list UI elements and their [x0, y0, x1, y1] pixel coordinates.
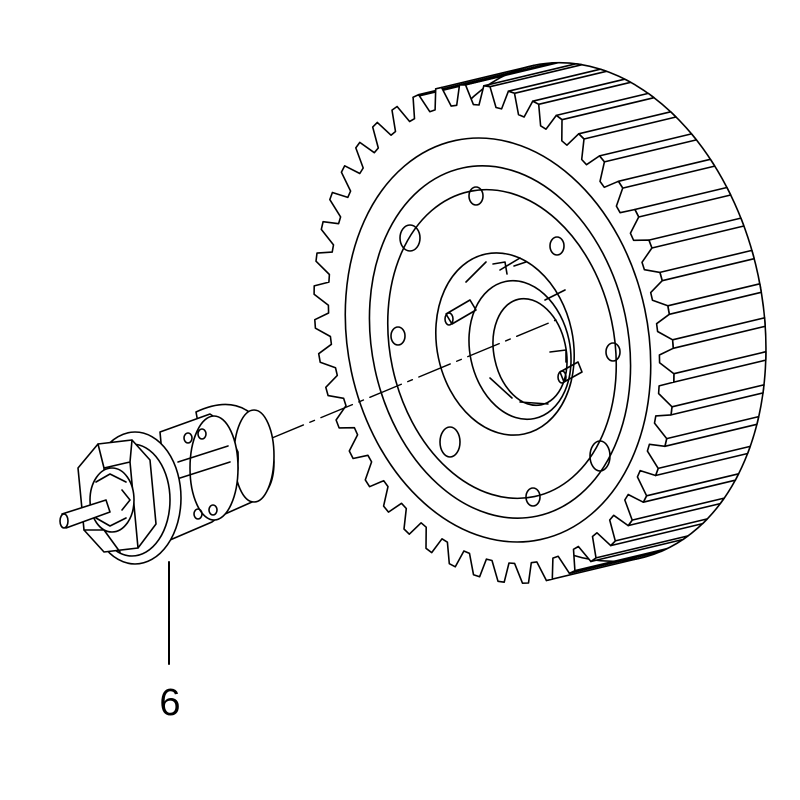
bolt-hole: [589, 440, 611, 472]
bolt-hole: [549, 236, 565, 256]
valve-socket: [89, 467, 135, 533]
sprocket-bolt-holes: [390, 186, 621, 507]
camshaft-sprocket: [313, 61, 767, 584]
bolt-hole: [525, 487, 541, 507]
bolt-hole: [605, 342, 621, 362]
assembly-axis-line: [271, 319, 557, 439]
bolt-hole: [439, 426, 461, 458]
bolt-hole: [468, 186, 484, 206]
valve-rear-end: [233, 409, 275, 503]
valve-sleeve-groove: [177, 445, 231, 479]
sprocket-face-ring: [368, 165, 632, 519]
hub-pin: [445, 299, 477, 325]
valve-port: [197, 428, 207, 440]
valve-pin-tip: [59, 513, 69, 529]
valve-port: [208, 504, 218, 516]
hub-bore: [434, 252, 576, 436]
callout-label: 6: [159, 682, 181, 724]
valve-socket-detail: [95, 473, 131, 527]
hub-inner-step: [492, 297, 568, 407]
bolt-hole: [399, 224, 421, 252]
valve-port: [193, 508, 203, 520]
valve-sleeve-end: [189, 415, 239, 521]
sprocket-hub: [434, 252, 583, 436]
hub-web-lines: [465, 257, 566, 405]
hub-pin: [559, 361, 583, 383]
control-valve: [59, 403, 275, 565]
hub-pin-end: [444, 312, 454, 326]
hub-pin-end: [557, 370, 567, 384]
hub-slot: [492, 261, 567, 363]
hub-inner-bore: [468, 279, 572, 421]
valve-port: [183, 432, 193, 444]
bolt-hole: [390, 326, 406, 346]
